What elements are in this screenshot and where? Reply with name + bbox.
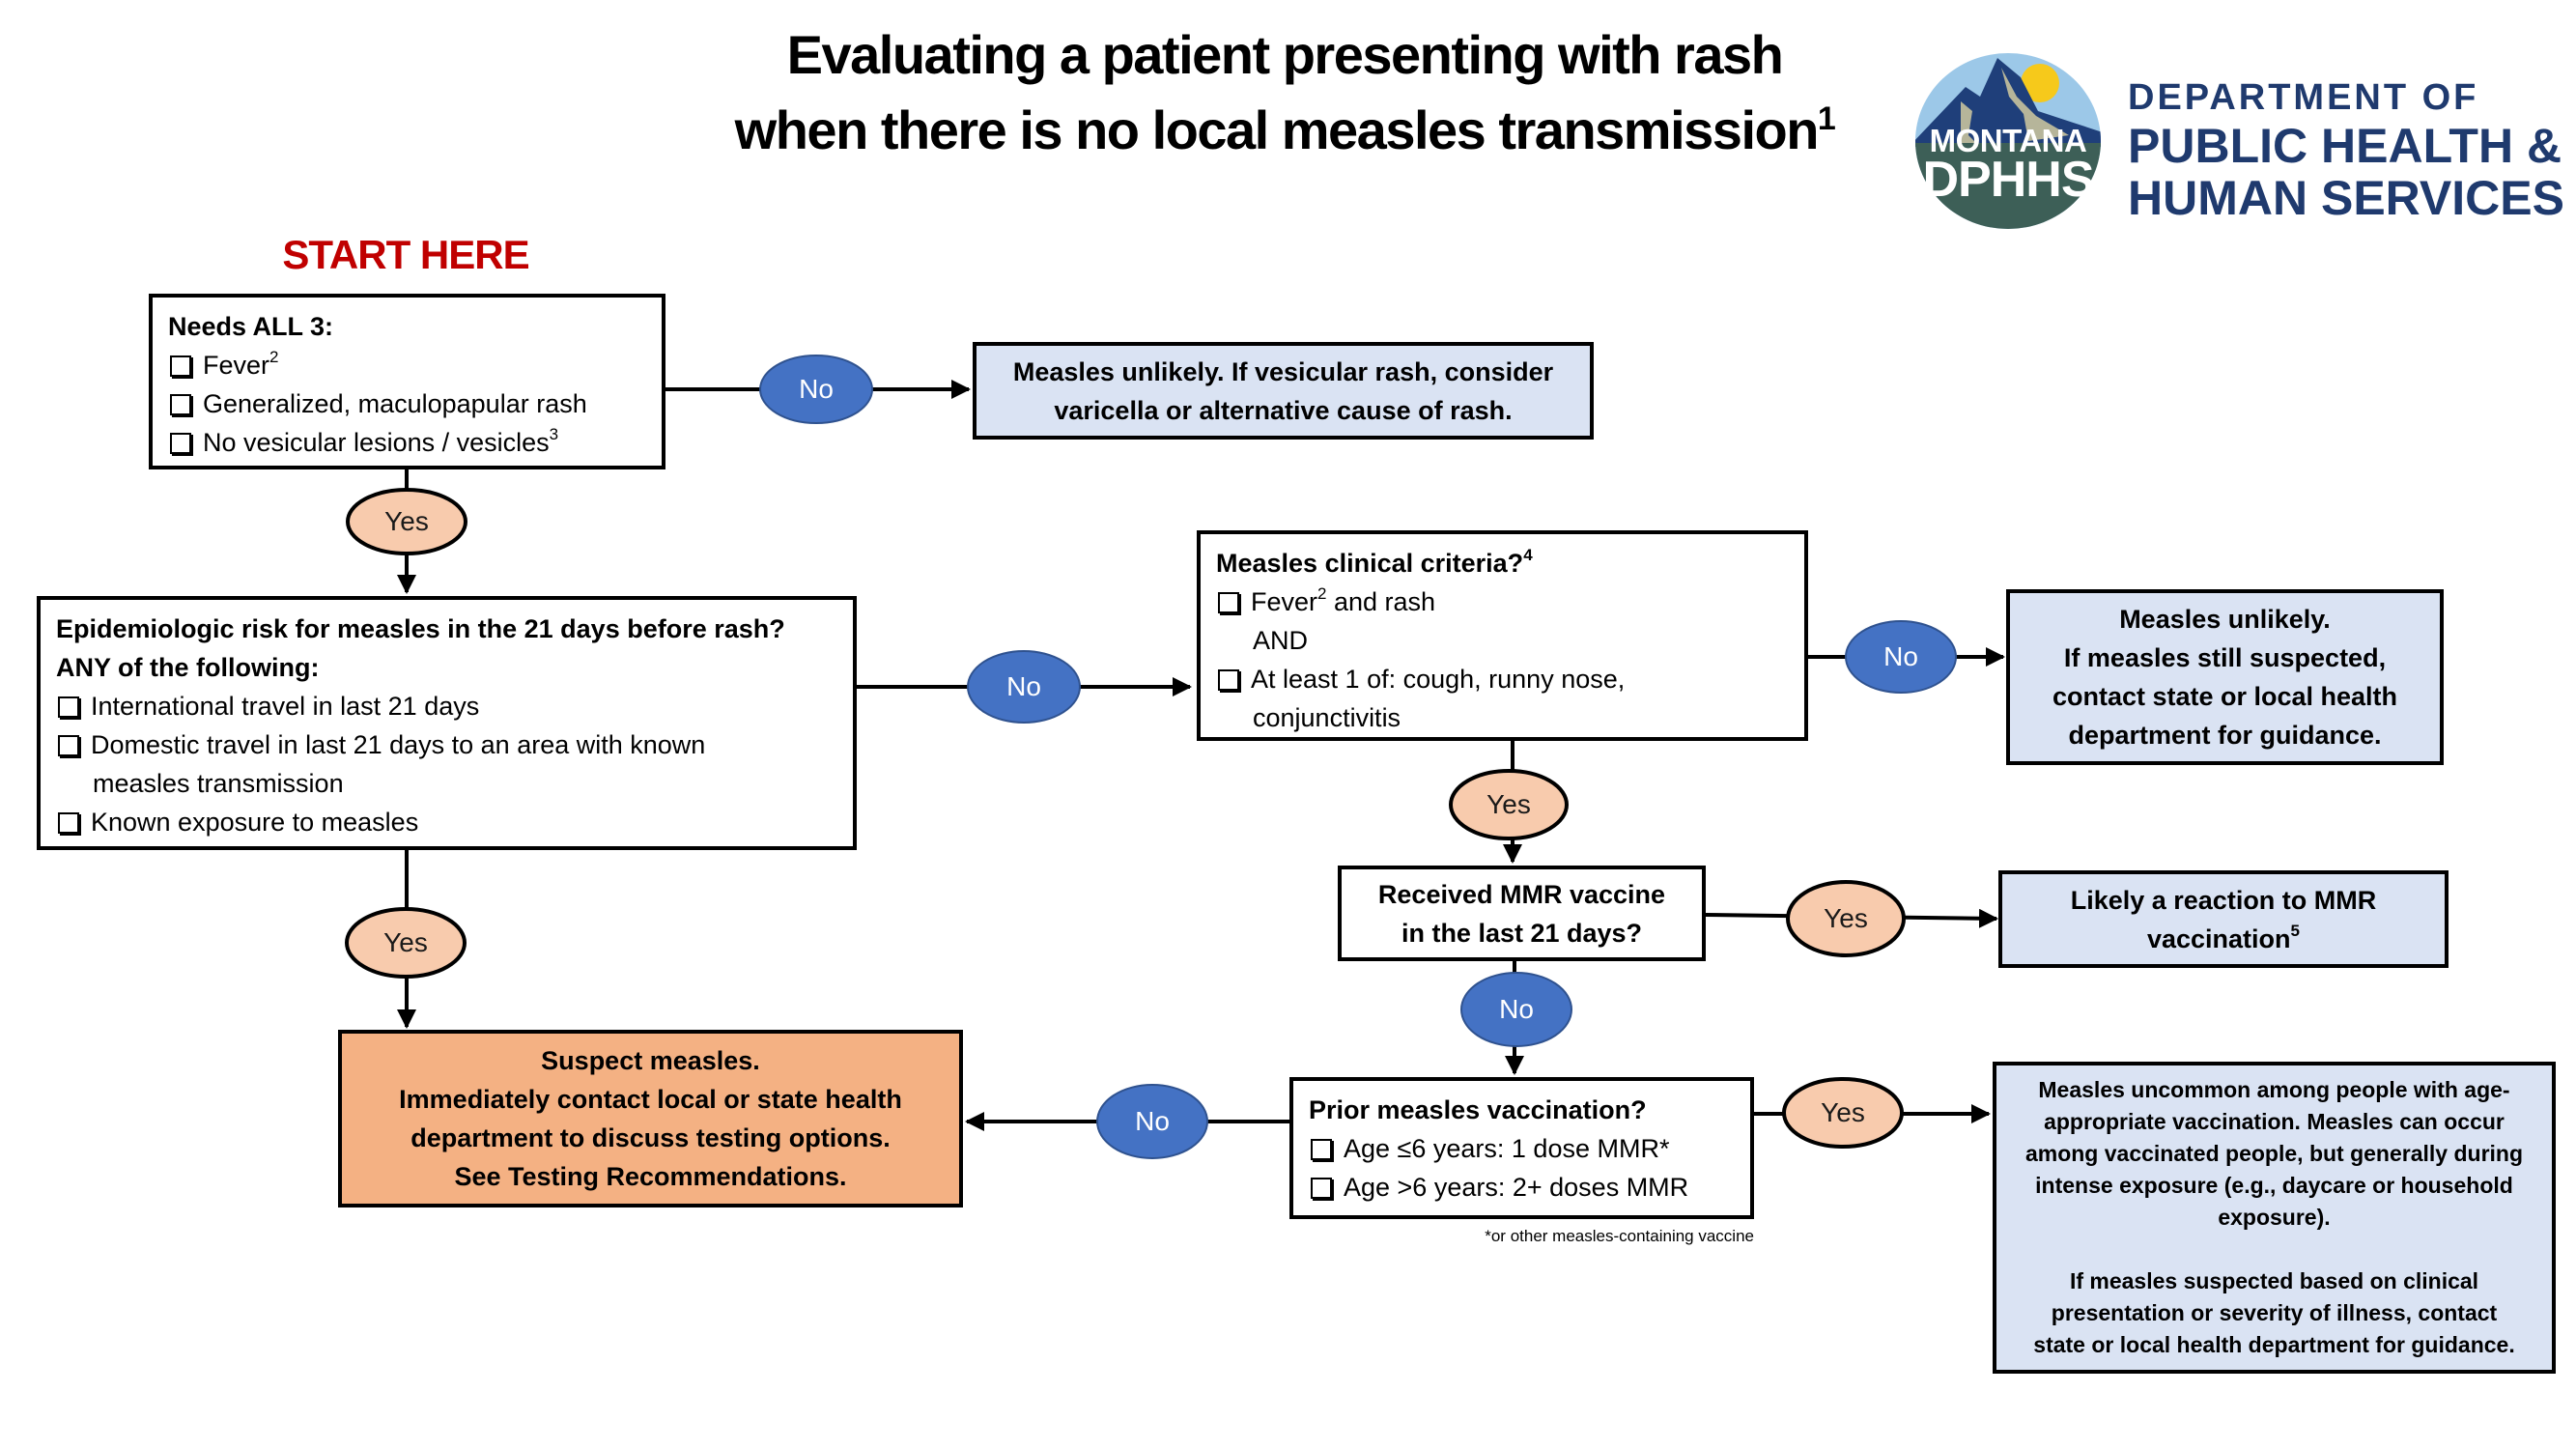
checklist-item[interactable]: Age >6 years: 2+ doses MMR xyxy=(1309,1168,1735,1207)
logo-mark-dphhs: DPHHS xyxy=(1922,152,2094,208)
checklist-item[interactable]: Fever2 and rash xyxy=(1216,582,1789,621)
checklist-item[interactable]: Known exposure to measles xyxy=(56,803,837,841)
logo-mountain-icon xyxy=(1915,58,2101,147)
checkbox-icon[interactable] xyxy=(58,735,79,756)
outcome-suspect-measles: Suspect measles. Immediately contact loc… xyxy=(338,1030,963,1208)
page-title: Evaluating a patient presenting with ras… xyxy=(541,17,2028,168)
logo-sun-icon xyxy=(2021,64,2059,102)
decision-no-clinical-ellipse xyxy=(1845,620,1957,694)
node-received-mmr: Received MMR vaccine in the last 21 days… xyxy=(1338,866,1706,961)
checklist-item[interactable]: No vesicular lesions / vesicles3 xyxy=(168,423,646,462)
node-epidemiologic-risk: Epidemiologic risk for measles in the 21… xyxy=(37,596,857,850)
checkbox-icon[interactable] xyxy=(1218,669,1239,691)
decision-yes-epi-ellipse xyxy=(345,907,467,979)
checkbox-icon[interactable] xyxy=(170,355,191,377)
checklist-item[interactable]: Age ≤6 years: 1 dose MMR* xyxy=(1309,1129,1735,1168)
title-line-1: Evaluating a patient presenting with ras… xyxy=(786,24,1784,85)
checkbox-icon[interactable] xyxy=(1311,1178,1332,1199)
node-prior-vaccination: Prior measles vaccination? Age ≤6 years:… xyxy=(1289,1077,1754,1219)
decision-no-mmr-ellipse xyxy=(1460,972,1572,1047)
decision-no-needs-ellipse xyxy=(759,355,873,424)
node-subheading: ANY of the following: xyxy=(56,653,320,682)
testing-recommendations-link[interactable]: See Testing Recommendations. xyxy=(454,1162,847,1191)
checkbox-icon[interactable] xyxy=(58,696,79,718)
node-clinical-criteria: Measles clinical criteria?4 Fever2 and r… xyxy=(1197,530,1808,741)
checkbox-icon[interactable] xyxy=(170,433,191,454)
and-label: AND xyxy=(1253,626,1309,655)
node-heading: Needs ALL 3: xyxy=(168,312,334,341)
decision-yes-mmr-ellipse xyxy=(1786,880,1906,957)
checklist-item[interactable]: At least 1 of: cough, runny nose, xyxy=(1216,660,1789,698)
checklist-item[interactable]: Fever2 xyxy=(168,346,646,384)
checkbox-icon[interactable] xyxy=(1218,592,1239,613)
outcome-measles-unlikely-vesicular: Measles unlikely. If vesicular rash, con… xyxy=(973,342,1594,440)
decision-no-epi-ellipse xyxy=(967,650,1081,724)
outcome-uncommon-vaccinated: Measles uncommon among people with age- … xyxy=(1993,1062,2556,1374)
node-heading: Prior measles vaccination? xyxy=(1309,1095,1647,1124)
logo-mark-montana: MONTANA xyxy=(1929,123,2087,158)
start-here-label: START HERE xyxy=(282,232,529,277)
checkbox-icon[interactable] xyxy=(1311,1139,1332,1160)
checklist-item[interactable]: Domestic travel in last 21 days to an ar… xyxy=(56,725,837,764)
dphhs-logo-mark xyxy=(1915,53,2101,229)
checkbox-icon[interactable] xyxy=(170,394,191,415)
checkbox-icon[interactable] xyxy=(58,812,79,834)
org-name-line-2: PUBLIC HEALTH & xyxy=(2128,119,2562,173)
title-line-2: when there is no local measles transmiss… xyxy=(734,99,1836,160)
decision-yes-prior-ellipse xyxy=(1782,1077,1904,1149)
logo-rock-2 xyxy=(2001,68,2069,141)
decision-yes-clinical-ellipse xyxy=(1449,769,1569,840)
decision-yes-needs-ellipse xyxy=(346,488,467,555)
decision-no-prior-ellipse xyxy=(1096,1084,1208,1159)
outcome-paragraph-2: If measles suspected based on clinical p… xyxy=(2033,1268,2515,1357)
node-heading: Measles clinical criteria?4 xyxy=(1216,546,1533,578)
vaccine-footnote: *or other measles-containing vaccine xyxy=(1485,1227,1754,1245)
outcome-measles-unlikely-contact: Measles unlikely. If measles still suspe… xyxy=(2006,589,2444,765)
footnote-ref-1: 1 xyxy=(1817,100,1836,137)
node-heading: Epidemiologic risk for measles in the 21… xyxy=(56,614,785,643)
outcome-mmr-reaction: Likely a reaction to MMR vaccination5 xyxy=(1998,870,2449,968)
checklist-item[interactable]: International travel in last 21 days xyxy=(56,687,837,725)
node-needs-all-3: Needs ALL 3: Fever2 Generalized, maculop… xyxy=(149,294,665,469)
org-name: DEPARTMENT OF PUBLIC HEALTH & HUMAN SERV… xyxy=(2128,75,2564,224)
org-name-line-1: DEPARTMENT OF xyxy=(2128,77,2479,118)
org-name-line-3: HUMAN SERVICES xyxy=(2128,171,2564,225)
outcome-paragraph-1: Measles uncommon among people with age- … xyxy=(2024,1077,2524,1230)
checklist-item[interactable]: Generalized, maculopapular rash xyxy=(168,384,646,423)
logo-rock xyxy=(1961,101,1978,145)
